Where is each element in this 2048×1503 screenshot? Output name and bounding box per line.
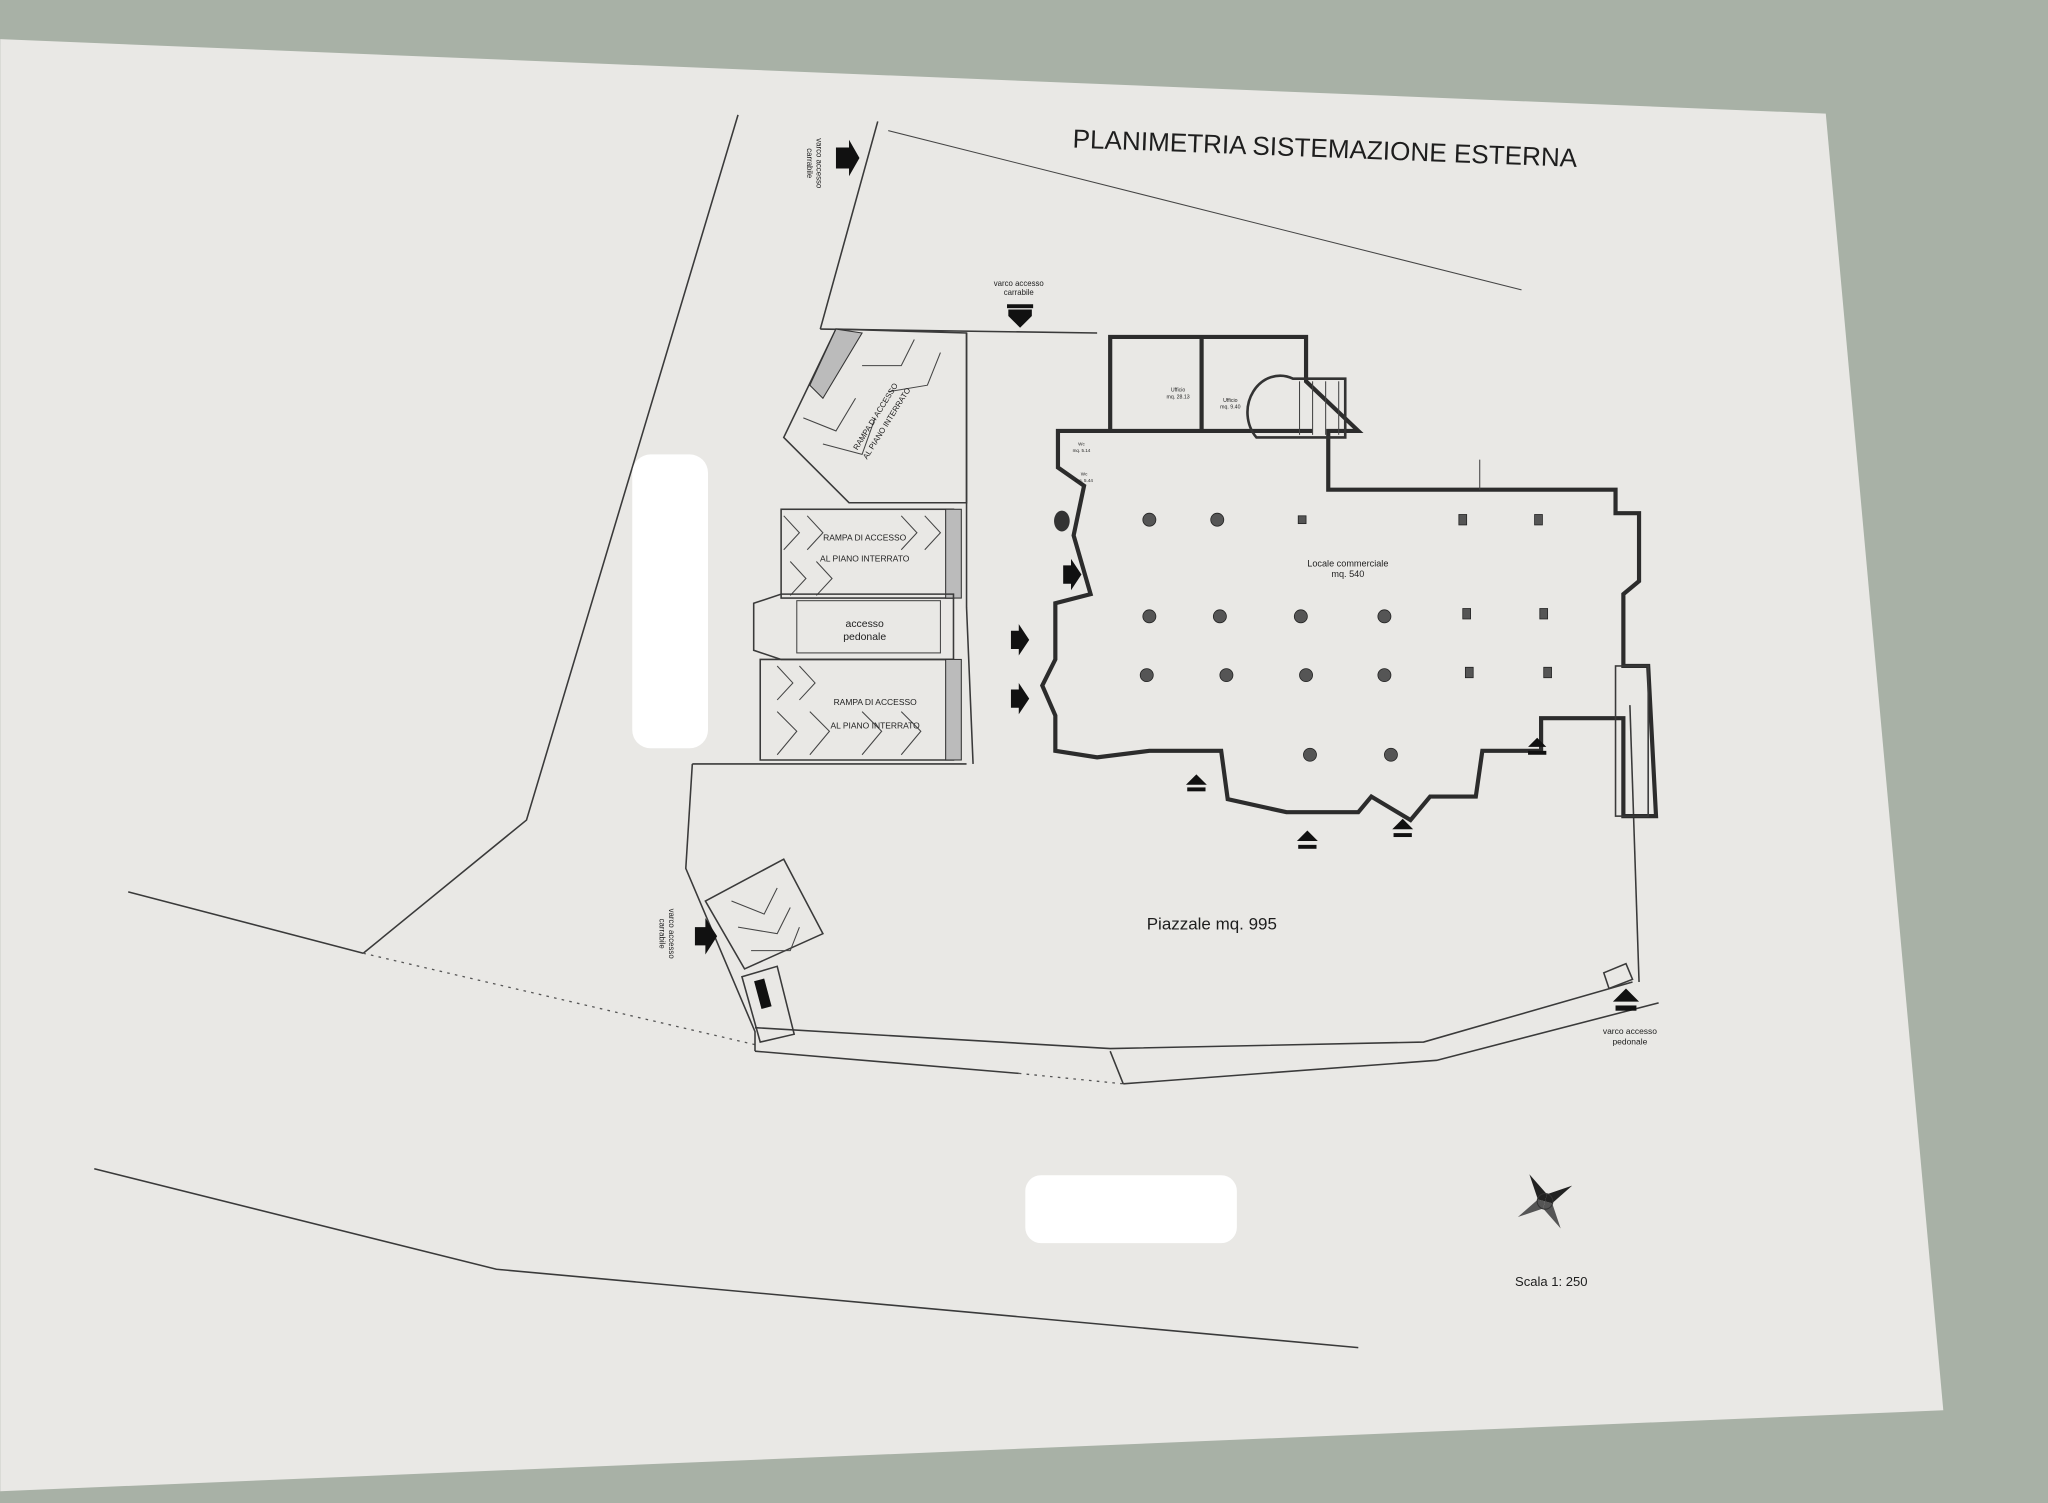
arrow-icon: [1612, 988, 1640, 1002]
arrow-icon: [1010, 624, 1030, 656]
ramps: [704, 328, 968, 1043]
arrow-icon: [1392, 818, 1414, 830]
arrow-icon: [1185, 774, 1207, 785]
arrow-icon: [1008, 309, 1032, 328]
redacted-area: [1025, 1175, 1237, 1244]
svg-text:Scala 1: 250: Scala 1: 250: [1515, 1274, 1588, 1289]
svg-text:varco accessocarrabile: varco accessocarrabile: [805, 138, 823, 189]
svg-text:Piazzale mq. 995: Piazzale mq. 995: [1147, 915, 1277, 934]
access-arrows: [694, 139, 1640, 1011]
arrow-icon: [694, 917, 718, 955]
arrow-icon: [1063, 558, 1082, 591]
site-boundaries: [94, 114, 1659, 1349]
redacted-area: [632, 454, 708, 749]
compass-rose-icon: [1517, 1174, 1573, 1229]
building: [1039, 334, 1659, 990]
svg-text:varco accessocarrabile: varco accessocarrabile: [994, 279, 1045, 297]
arrow-icon: [835, 139, 860, 177]
arrow-icon: [1010, 682, 1030, 715]
svg-text:varco accessocarrabile: varco accessocarrabile: [658, 909, 676, 960]
svg-text:RAMPA DI ACCESSOAL PIANO INTER: RAMPA DI ACCESSOAL PIANO INTERRATO: [831, 697, 921, 731]
svg-text:RAMPA DI ACCESSOAL PIANO INTER: RAMPA DI ACCESSOAL PIANO INTERRATO: [820, 533, 910, 564]
arrow-icon: [1528, 737, 1547, 747]
arrow-icon: [1296, 830, 1318, 841]
paper-sheet: [0, 39, 1944, 1492]
